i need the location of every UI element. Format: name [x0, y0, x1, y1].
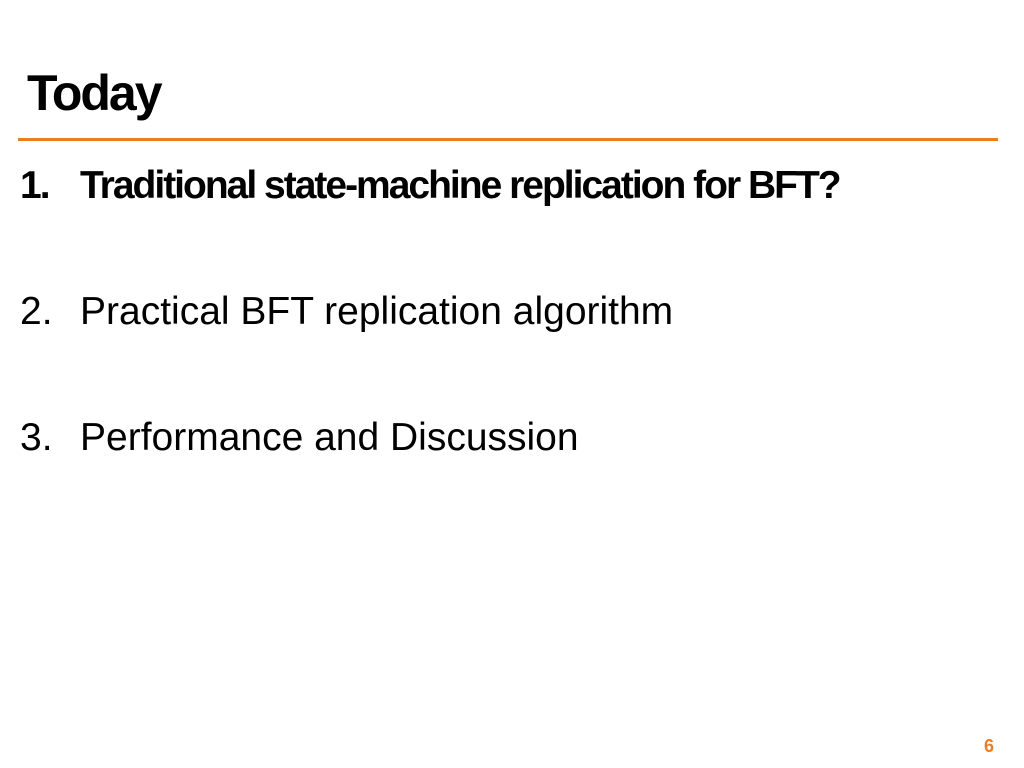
agenda-item-number: 3.: [20, 416, 53, 459]
agenda-item-text: Performance and Discussion: [80, 416, 579, 459]
slide-title: Today: [27, 65, 163, 121]
agenda-item: 2. Practical BFT replication algorithm: [0, 284, 1024, 340]
page-number: 6: [983, 736, 994, 756]
agenda-item: 3. Performance and Discussion: [0, 410, 1024, 466]
title-divider: [18, 138, 998, 141]
agenda-item-text: Practical BFT replication algorithm: [80, 290, 674, 333]
agenda-item-number: 1.: [20, 164, 50, 207]
agenda-item-number: 2.: [20, 290, 53, 333]
agenda-item-text: Traditional state-machine replication fo…: [80, 164, 842, 207]
agenda-item: 1. Traditional state-machine replication…: [0, 158, 1024, 214]
